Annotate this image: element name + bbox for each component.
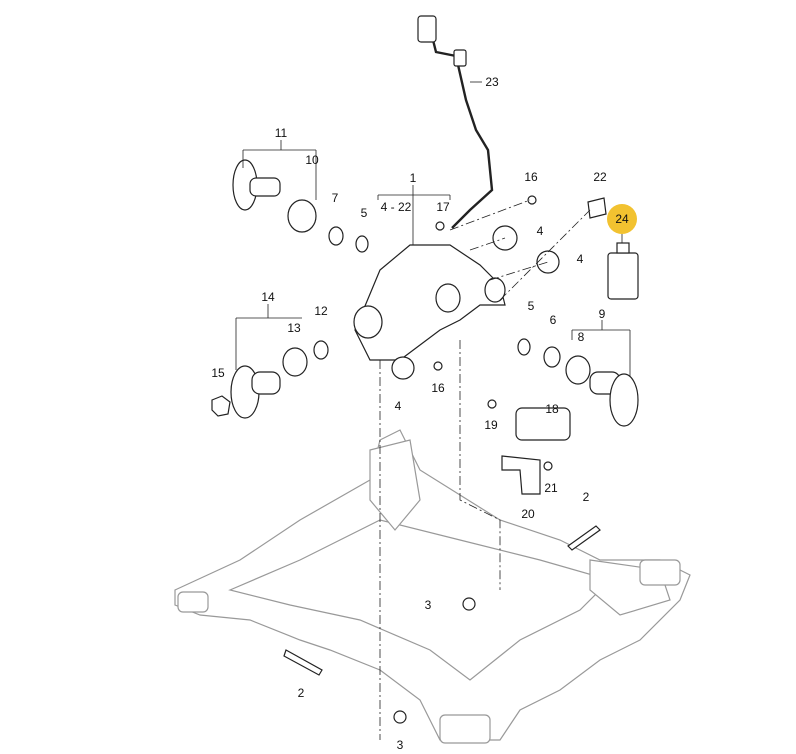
callout-5[interactable]: 5	[361, 206, 368, 220]
flange-left-upper	[232, 159, 369, 253]
callout-2[interactable]: 2	[298, 686, 305, 700]
bolts	[283, 525, 601, 724]
callout-13[interactable]: 13	[287, 321, 301, 335]
callout-18[interactable]: 18	[545, 402, 559, 416]
callout-1[interactable]: 1	[410, 171, 417, 185]
callout-4-22[interactable]: 4 - 22	[381, 200, 412, 214]
oil-bottle	[607, 242, 639, 300]
flange-right	[517, 338, 639, 427]
rear-subframe	[174, 429, 691, 744]
callout-9[interactable]: 9	[599, 307, 606, 321]
callout-12[interactable]: 12	[314, 304, 328, 318]
callout-15[interactable]: 15	[211, 366, 225, 380]
callout-21[interactable]: 21	[544, 481, 558, 495]
rear-differential	[353, 244, 506, 361]
callout-19[interactable]: 19	[484, 418, 498, 432]
leader-lines	[235, 81, 631, 740]
callout-16[interactable]: 16	[431, 381, 445, 395]
callout-3[interactable]: 3	[425, 598, 432, 612]
callout-8[interactable]: 8	[578, 330, 585, 344]
callout-4[interactable]: 4	[577, 252, 584, 266]
callout-4[interactable]: 4	[395, 399, 402, 413]
callout-24-highlight[interactable]: 24	[607, 204, 637, 243]
callout-14[interactable]: 14	[261, 290, 275, 304]
callout-7[interactable]: 7	[332, 191, 339, 205]
highlight-badge	[607, 204, 637, 234]
callout-11[interactable]: 11	[275, 126, 288, 140]
callout-4[interactable]: 4	[537, 224, 544, 238]
actuator-motor	[501, 407, 571, 495]
callout-6[interactable]: 6	[550, 313, 557, 327]
flange-left-lower	[211, 340, 329, 419]
callout-22[interactable]: 22	[593, 170, 607, 184]
callout-20[interactable]: 20	[521, 507, 535, 521]
callout-24[interactable]: 24	[615, 212, 629, 226]
callout-16[interactable]: 16	[524, 170, 538, 184]
wiring-harness	[417, 15, 494, 229]
callout-17[interactable]: 17	[436, 200, 450, 214]
callout-23[interactable]: 23	[485, 75, 499, 89]
callout-3[interactable]: 3	[397, 738, 404, 752]
callout-10[interactable]: 10	[305, 153, 319, 167]
callout-labels: 23 11 10 1 4 - 22 16 17 7 5 22 4 4 14 12…	[211, 75, 607, 752]
callout-5[interactable]: 5	[528, 299, 535, 313]
callout-2[interactable]: 2	[583, 490, 590, 504]
